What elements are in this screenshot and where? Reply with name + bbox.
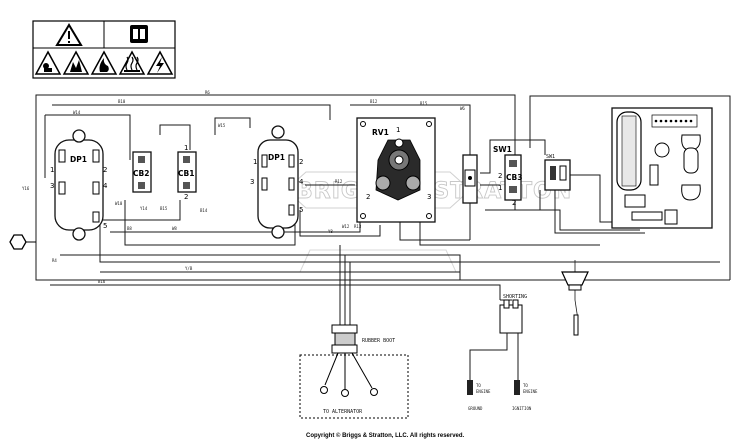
wire-label-b14: B14 <box>200 208 208 213</box>
cb3-pin-2b: 2 <box>512 199 516 207</box>
safety-warning-panel <box>32 20 176 79</box>
ignition-to-label: TO <box>523 383 528 388</box>
dp1-left-label: DP1 <box>70 155 87 164</box>
wire-label-yb: Y/B <box>185 266 193 271</box>
rv1-label: RV1 <box>372 128 389 137</box>
shorting-label: SHORTING <box>503 294 527 300</box>
wire-label-b16: B16 <box>98 279 106 284</box>
wire-label-r13: R13 <box>354 224 362 229</box>
ignition-label: IGNITION <box>512 406 532 411</box>
ground-hex-terminal <box>9 234 36 250</box>
rv1-pin-1: 1 <box>396 126 400 134</box>
wire-label-y8: Y8 <box>328 229 333 234</box>
dp1-left-pin-5: 5 <box>103 222 107 230</box>
rubber-boot-connector: RUBBER BOOT TO ALTERNATOR <box>299 324 409 419</box>
wire-label-w15: W15 <box>218 123 226 128</box>
dp1-left-pin-2: 2 <box>103 166 107 174</box>
hot-surface-icon <box>118 50 146 75</box>
dp1-center-receptacle: DP1 1 2 3 4 5 <box>250 125 304 239</box>
carbon-monoxide-icon <box>34 50 62 75</box>
wire-label-y16: Y16 <box>22 186 30 191</box>
to-alternator-label: TO ALTERNATOR <box>323 409 363 415</box>
rv1-pin-2: 2 <box>366 193 370 201</box>
ignition-engine-label: ENGINE <box>523 389 538 394</box>
wire-labels: B10 R6 B12 W14 W15 R15 W6 Y14 B15 Y16 W1… <box>22 90 465 284</box>
dp1-left-pin-1: 1 <box>50 166 54 174</box>
dp1-center-label: DP1 <box>268 153 285 162</box>
rubber-boot-label: RUBBER BOOT <box>362 338 395 344</box>
warning-triangle-icon <box>55 23 83 46</box>
engine-switch: SW1 <box>544 154 571 191</box>
ground-engine-label: ENGINE <box>476 389 491 394</box>
engine-switch-label: SW1 <box>546 154 555 160</box>
outlet-control-board <box>611 107 713 229</box>
dp1-center-pin-2: 2 <box>299 158 303 166</box>
cb3-pin-1: 1 <box>498 184 502 192</box>
sw1-cb3-breaker: SW1 CB3 2 1 2 <box>493 145 522 207</box>
wire-label-b15: B15 <box>160 206 168 211</box>
dp1-center-pin-4: 4 <box>299 178 304 186</box>
dp1-left-pin-3: 3 <box>50 182 54 190</box>
cb1-pin-2: 2 <box>184 193 188 201</box>
shorting-connector: SHORTING TO ENGINE GROUND TO ENGINE IGNI… <box>467 294 538 411</box>
cb1-breaker: CB1 1 2 <box>177 144 197 201</box>
explosion-icon <box>62 50 90 75</box>
rv1-pin-3: 3 <box>427 193 431 201</box>
wire-label-w14: W14 <box>73 110 81 115</box>
cb1-label: CB1 <box>178 169 194 178</box>
wire-label-r15: R15 <box>420 101 428 106</box>
dp1-center-pin-1: 1 <box>253 158 257 166</box>
cb3-pin-2a: 2 <box>498 172 502 180</box>
cb2-breaker: CB2 <box>132 151 152 193</box>
fire-icon <box>90 50 118 75</box>
indicator-plug <box>561 271 589 336</box>
cb3-label: CB3 <box>506 173 522 182</box>
rv1-voltage-regulator: RV1 1 2 3 <box>356 117 436 223</box>
wire-label-y14: Y14 <box>140 206 148 211</box>
ground-to-label: TO <box>476 383 481 388</box>
ground-label: GROUND <box>468 406 483 411</box>
cb1-pin-1: 1 <box>184 144 188 152</box>
copyright-text: Copyright © Briggs & Stratton, LLC. All … <box>306 432 465 439</box>
wire-label-w12: W12 <box>342 224 350 229</box>
fuse-holder <box>462 154 478 204</box>
wire-label-r12: R12 <box>335 179 343 184</box>
dp1-center-pin-3: 3 <box>250 178 254 186</box>
sw1-label: SW1 <box>493 145 512 154</box>
wire-label-w8: W8 <box>172 226 177 231</box>
read-manual-icon <box>130 25 148 43</box>
wire-label-r4: R4 <box>52 258 57 263</box>
wire-label-b8: B8 <box>127 226 132 231</box>
dp1-center-pin-5: 5 <box>299 206 303 214</box>
dp1-left-pin-4: 4 <box>103 182 108 190</box>
wire-label-b10: B10 <box>118 99 126 104</box>
dp1-left-receptacle: DP1 1 2 3 4 5 <box>50 129 108 241</box>
cb2-label: CB2 <box>133 169 149 178</box>
wire-label-r6: R6 <box>205 90 210 95</box>
wire-label-b12: B12 <box>370 99 378 104</box>
electric-shock-icon <box>146 50 174 75</box>
wire-label-w6: W6 <box>460 106 465 111</box>
wire-label-w10: W10 <box>115 201 123 206</box>
